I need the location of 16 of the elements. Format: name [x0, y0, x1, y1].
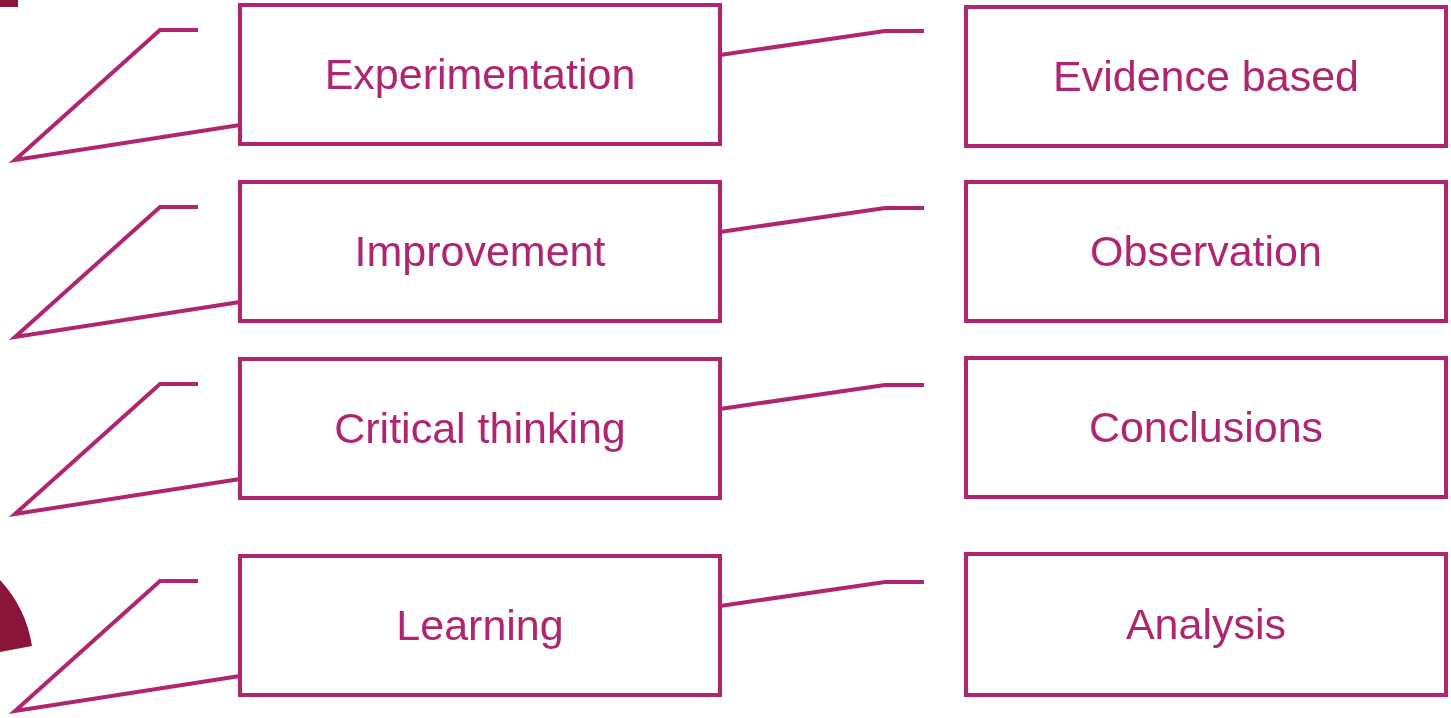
box-label: Experimentation [324, 50, 636, 99]
box-label: Critical thinking [334, 404, 626, 453]
text-box [964, 552, 1448, 697]
text-box [238, 180, 722, 323]
text-box [238, 554, 722, 697]
text-box [964, 356, 1448, 499]
text-box [964, 5, 1448, 148]
box-label: Conclusions [1088, 403, 1324, 452]
box-label: Observation [1090, 227, 1322, 276]
box-label: Learning [396, 601, 564, 650]
box-label: Analysis [1125, 600, 1287, 649]
text-box [238, 3, 722, 146]
text-box [238, 357, 722, 500]
text-box [964, 180, 1448, 323]
box-label: Evidence based [1053, 52, 1359, 101]
box-label: Improvement [354, 227, 606, 276]
